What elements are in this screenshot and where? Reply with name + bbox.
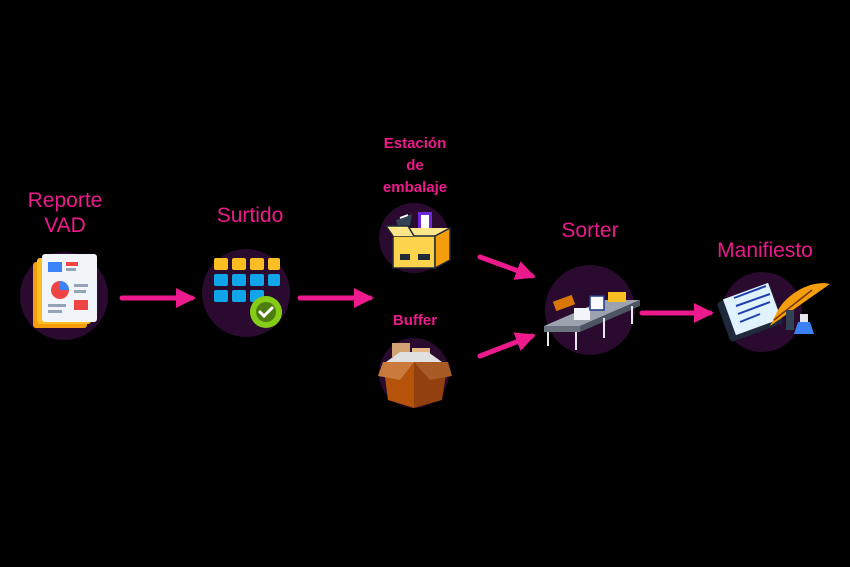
node-label-sorter: Sorter [561,219,619,242]
node-buffer [378,338,452,408]
node-label-estacion: Estación de embalaje [360,133,470,198]
node-label-reporte-line1: Reporte [27,189,103,212]
node-reporte [20,252,108,340]
node-label-manifiesto: Manifiesto [717,239,813,262]
node-label-estacion-line1: Estación [383,135,447,152]
quill-document-icon [717,282,830,342]
node-label-buffer: Buffer [392,312,438,329]
node-manifiesto [717,272,830,352]
packing-box-icon [384,212,451,270]
node-label-estacion-line3: embalaje [382,178,448,196]
grid-check-icon [214,258,282,328]
node-label-estacion-line2: de [406,156,424,174]
edge-buffer-sorter [477,332,536,359]
edge-estacion-sorter [477,254,536,280]
cardboard-box-icon [378,343,452,408]
node-label-reporte-line2: VAD [44,214,86,238]
node-estacion [379,203,451,273]
edges [119,254,714,359]
conveyor-belt-icon [544,292,640,350]
report-document-icon [33,254,97,328]
node-label-reporte: Reporte VAD [10,188,120,238]
node-label-surtido: Surtido [216,204,284,227]
node-surtido [202,249,290,337]
node-sorter [544,265,640,355]
